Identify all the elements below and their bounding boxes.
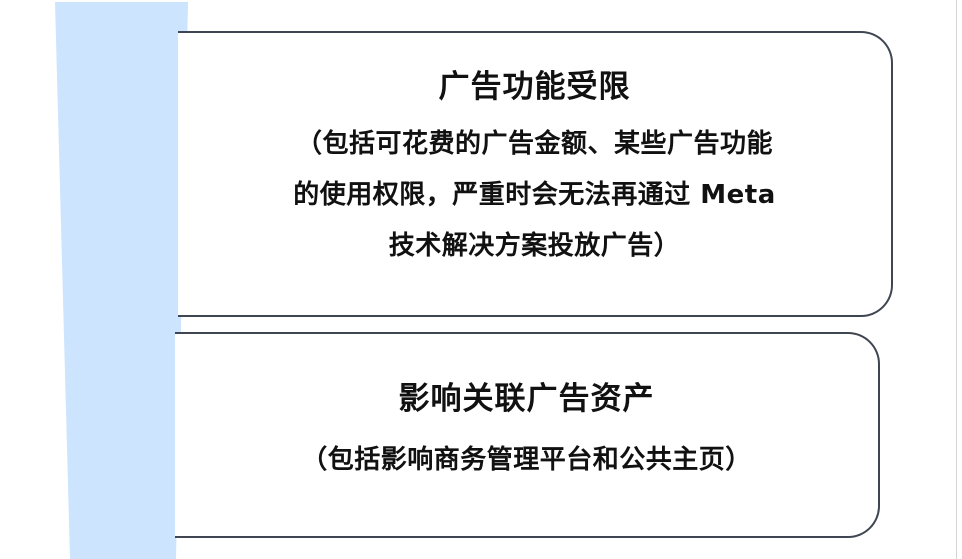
card-title: 影响关联广告资产	[398, 380, 655, 417]
card-title: 广告功能受限	[438, 68, 631, 105]
consequence-card-ad-restrictions: 广告功能受限 （包括可花费的广告金额、某些广告功能 的使用权限，严重时会无法再通…	[178, 31, 893, 317]
card-description-line: 的使用权限，严重时会无法再通过 Meta	[293, 179, 776, 210]
right-edge-divider	[956, 0, 957, 559]
card-description-line: （包括影响商务管理平台和公共主页）	[301, 444, 752, 475]
card-description-line: （包括可花费的广告金额、某些广告功能	[295, 128, 773, 159]
card-description-line: 技术解决方案投放广告）	[388, 230, 681, 261]
consequence-card-linked-assets: 影响关联广告资产 （包括影响商务管理平台和公共主页）	[175, 332, 880, 538]
